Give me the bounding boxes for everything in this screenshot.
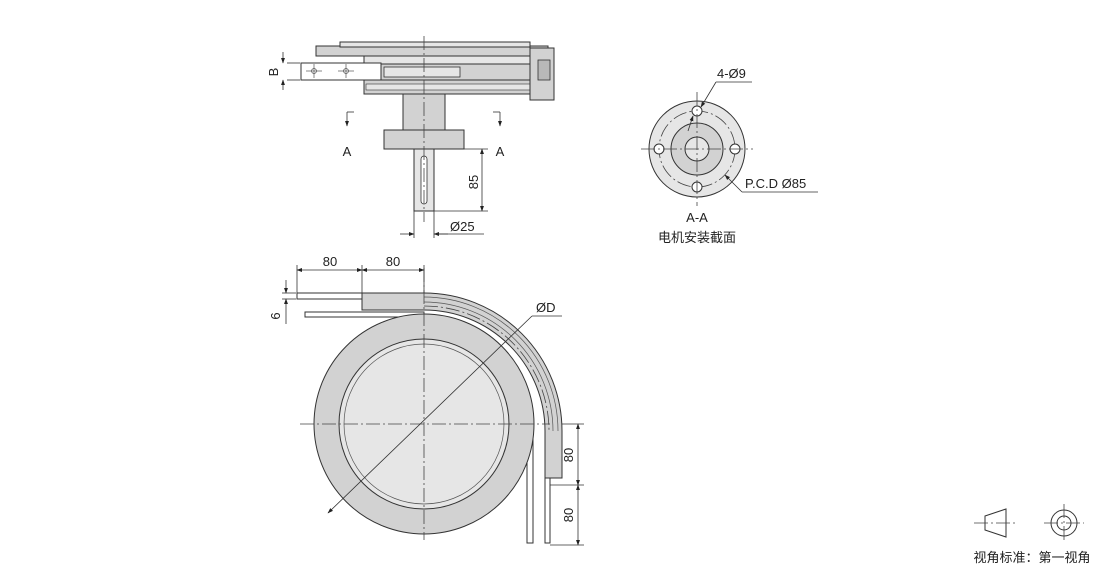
top-view: ØD 80 80 6 80 80 bbox=[268, 254, 584, 546]
dim-holes: 4-Ø9 bbox=[717, 66, 746, 81]
mid-plate bbox=[363, 55, 549, 65]
dim-b-label: B bbox=[266, 68, 281, 77]
mid-frame-inner bbox=[383, 66, 461, 78]
side-view: B A A 85 Ø25 bbox=[266, 36, 555, 238]
curve-guide-outer bbox=[361, 292, 563, 479]
section-mark-left: A bbox=[343, 144, 352, 159]
dim-pcd: P.C.D Ø85 bbox=[745, 176, 806, 191]
conveyor-extension bbox=[300, 62, 382, 81]
section-view: 4-Ø9 P.C.D Ø85 A-A 电机安装截面 bbox=[641, 66, 818, 246]
dim-right-upper: 80 bbox=[561, 448, 576, 462]
dim-top-left: 80 bbox=[323, 254, 337, 269]
lower-plate-inner bbox=[365, 83, 549, 91]
dim-shaft-diameter: Ø25 bbox=[450, 219, 475, 234]
dim-top-right: 80 bbox=[386, 254, 400, 269]
projection-label: 视角标准：第一视角 bbox=[973, 551, 1090, 566]
exit-rail-right bbox=[544, 477, 551, 544]
dim-diameter: ØD bbox=[536, 300, 556, 315]
dim-shaft-length: 85 bbox=[466, 175, 481, 189]
top-plate-lid bbox=[339, 41, 531, 48]
section-mark-right: A bbox=[496, 144, 505, 159]
dim-right-lower: 80 bbox=[561, 508, 576, 522]
side-rail-face bbox=[537, 59, 551, 81]
projection-cone-icon bbox=[984, 508, 1007, 538]
dim-thickness: 6 bbox=[268, 312, 283, 319]
section-subtitle: 电机安装截面 bbox=[658, 231, 736, 246]
section-title: A-A bbox=[686, 210, 708, 225]
projection-symbol: 视角标准：第一视角 bbox=[973, 504, 1091, 566]
